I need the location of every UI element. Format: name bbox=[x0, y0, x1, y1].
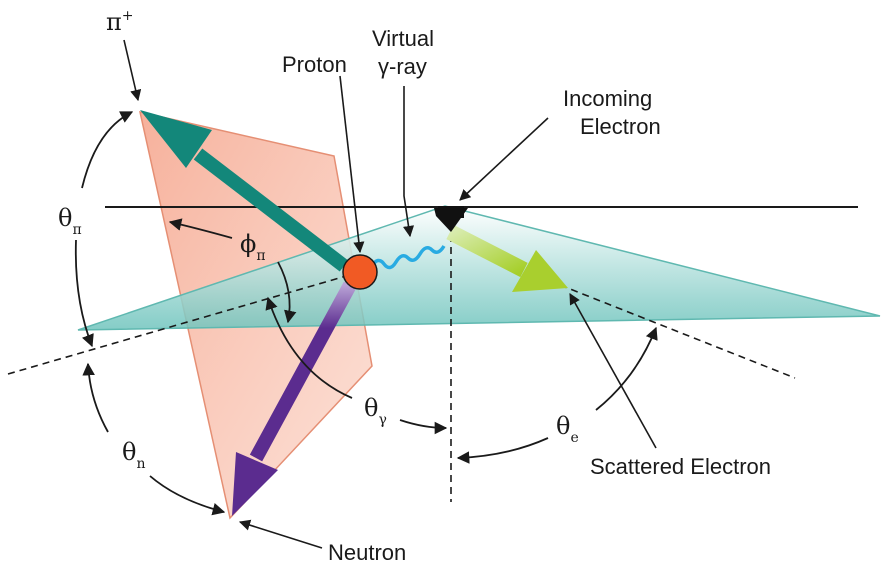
pi-plus-pointer bbox=[123, 39, 142, 102]
theta-e-label: θe bbox=[556, 412, 579, 446]
neutron-arrow bbox=[232, 281, 357, 516]
scattering-plane bbox=[77, 205, 881, 331]
incoming-label-line2: Electron bbox=[580, 114, 661, 139]
reference-dashed-right bbox=[559, 284, 796, 379]
scattered-electron-label: Scattered Electron bbox=[590, 454, 771, 479]
proton-circle bbox=[342, 254, 378, 290]
virtual-label-line1: Virtual bbox=[372, 26, 434, 51]
pi-plus-label: π+ bbox=[106, 8, 134, 36]
virtual-photon-wave bbox=[370, 245, 446, 270]
theta-e-arc-right bbox=[595, 326, 658, 411]
reference-dashed-left bbox=[7, 271, 361, 375]
theta-e-arc-left bbox=[456, 437, 549, 464]
theta-gamma-arc-left bbox=[265, 296, 353, 399]
theta-n-arc-upper bbox=[82, 362, 109, 433]
neutron-pointer bbox=[238, 519, 323, 549]
phi-pi-arc-right bbox=[277, 261, 297, 324]
theta-n-arc-lower bbox=[149, 475, 226, 516]
theta-n-label: θn bbox=[122, 438, 145, 472]
angle-arcs bbox=[74, 111, 658, 516]
virtual-pointer bbox=[402, 86, 415, 238]
proton-label: Proton bbox=[282, 52, 347, 77]
theta-pi-arc-upper bbox=[81, 111, 134, 189]
scattered-electron-arrow bbox=[446, 224, 568, 292]
incoming-electron-shaft bbox=[438, 206, 464, 218]
theta-pi-arc-lower bbox=[74, 239, 94, 348]
incoming-pointer bbox=[459, 117, 549, 201]
label-pointers bbox=[123, 39, 657, 549]
neutron-label: Neutron bbox=[328, 540, 406, 565]
phi-pi-arc-left bbox=[168, 218, 233, 239]
scattered-pointer bbox=[569, 293, 657, 449]
incoming-label-line1: Incoming bbox=[563, 86, 652, 111]
theta-pi-label: θπ bbox=[58, 204, 82, 238]
proton-pointer bbox=[339, 75, 365, 254]
pion-arrow bbox=[140, 110, 349, 272]
theta-gamma-arc-right bbox=[399, 419, 448, 435]
virtual-label-line2: γ-ray bbox=[378, 54, 427, 79]
theta-gamma-label: θγ bbox=[364, 394, 387, 428]
phi-pi-label: ϕπ bbox=[240, 230, 266, 264]
